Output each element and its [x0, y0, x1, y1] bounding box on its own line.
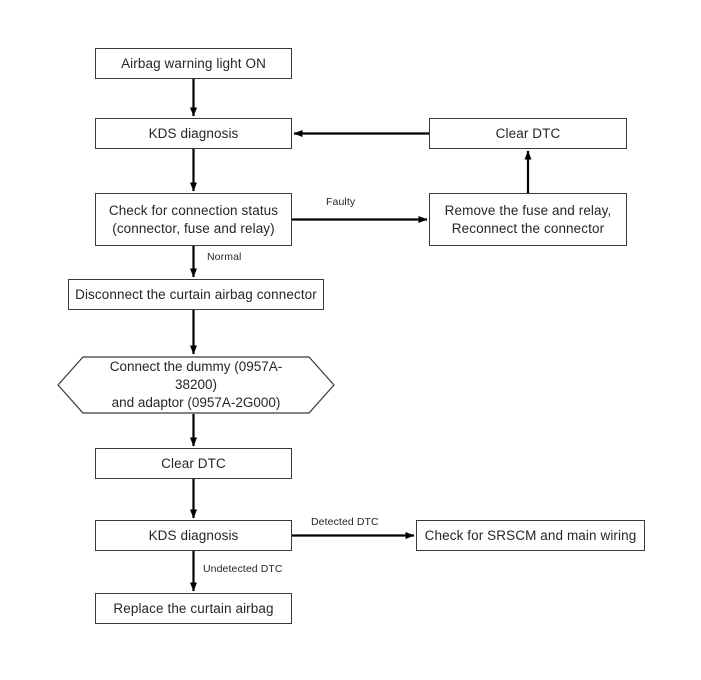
node-label: Clear DTC	[495, 125, 561, 141]
node-label: Replace the curtain airbag	[113, 600, 274, 616]
node-label: Connect the dummy (0957A-38200) and adap…	[109, 359, 283, 410]
node-clear-dtc-right[interactable]: Clear DTC	[429, 118, 627, 149]
node-remove-fuse-relay[interactable]: Remove the fuse and relay, Reconnect the…	[429, 193, 627, 246]
node-disconnect-curtain-airbag-connector[interactable]: Disconnect the curtain airbag connector	[68, 279, 324, 310]
node-airbag-warning-light-on[interactable]: Airbag warning light ON	[95, 48, 292, 79]
node-clear-dtc-bottom[interactable]: Clear DTC	[95, 448, 292, 479]
node-replace-curtain-airbag[interactable]: Replace the curtain airbag	[95, 593, 292, 624]
edge-label-faulty: Faulty	[326, 196, 356, 208]
node-check-connection-status[interactable]: Check for connection status (connector, …	[95, 193, 292, 246]
node-connect-dummy-adaptor[interactable]: Connect the dummy (0957A-38200) and adap…	[57, 356, 335, 414]
node-label: Clear DTC	[161, 455, 226, 471]
edge-label-undetected-dtc: Undetected DTC	[203, 563, 283, 575]
node-label: KDS diagnosis	[148, 527, 239, 543]
node-label: Check for connection status (connector, …	[108, 202, 279, 236]
node-label: Disconnect the curtain airbag connector	[75, 286, 317, 302]
node-label: KDS diagnosis	[148, 125, 239, 141]
hexagon-outline	[57, 356, 335, 414]
edge-label-normal: Normal	[207, 251, 242, 263]
node-kds-diagnosis-top[interactable]: KDS diagnosis	[95, 118, 292, 149]
node-kds-diagnosis-bottom[interactable]: KDS diagnosis	[95, 520, 292, 551]
edge-label-detected-dtc: Detected DTC	[311, 516, 379, 528]
node-check-srscm-main-wiring[interactable]: Check for SRSCM and main wiring	[416, 520, 645, 551]
node-label: Airbag warning light ON	[121, 55, 266, 71]
node-label: Remove the fuse and relay, Reconnect the…	[444, 202, 612, 236]
node-label: Check for SRSCM and main wiring	[424, 527, 637, 543]
